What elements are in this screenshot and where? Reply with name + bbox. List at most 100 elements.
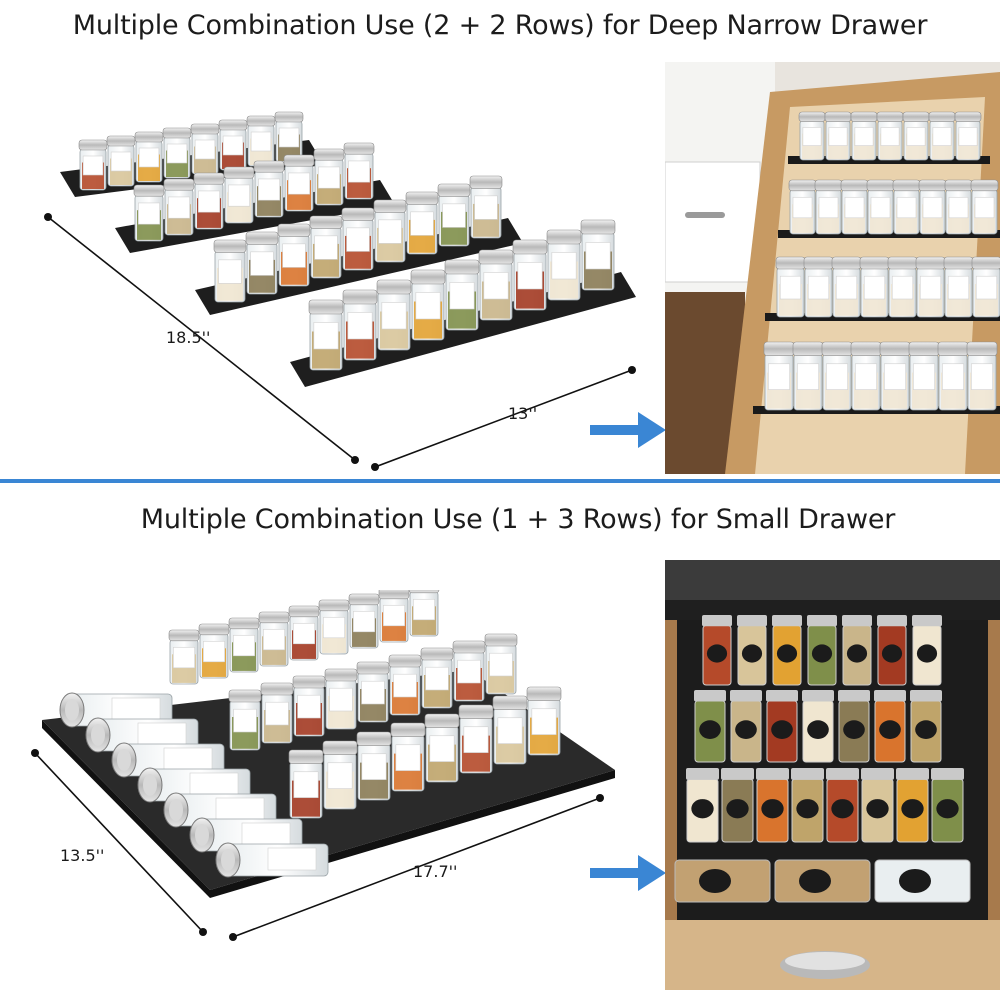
spice-jar [807,615,837,686]
spice-jar [766,690,798,763]
spice-jar [803,256,834,318]
spice-jar [245,231,279,295]
spice-jar [373,199,407,263]
spice-jar [756,768,789,843]
spice-jar-lying [874,859,971,903]
spice-jar [931,768,964,843]
spice-jar [775,256,806,318]
spice-jar [292,675,326,737]
section-divider [0,479,1000,483]
spice-jar [341,207,375,271]
spice-jar [198,623,230,679]
spice-jar [887,256,918,318]
spice-jar [954,111,982,161]
drawer-photo-deep-narrow [665,62,1000,474]
spice-jar [253,160,285,218]
spice-jar [721,768,754,843]
spice-jar [260,682,294,744]
spice-jar [308,299,344,371]
spice-jar [484,633,518,695]
spice-jar [902,111,930,161]
spice-jar [322,740,358,810]
spice-jar [737,615,767,686]
drawer-photo-small [665,560,1000,990]
spice-jar [444,259,480,331]
spice-jar [908,341,940,411]
spice-jar [469,175,503,239]
spice-jar [912,615,942,686]
spice-jar [842,615,872,686]
spice-jar [896,768,929,843]
spice-jar [168,629,200,685]
spice-jar [966,341,998,411]
spice-jar [850,111,878,161]
spice-jar [971,256,1000,318]
spice-jar [288,605,320,661]
spice-jar [277,223,311,287]
spice-jar [874,690,906,763]
spice-rack-illustration-top [44,111,636,471]
spice-jar [694,690,726,763]
spice-jar [970,179,999,235]
spice-jar [163,178,195,236]
spice-jar [937,341,969,411]
spice-jar [318,599,350,655]
spice-jar [228,617,260,673]
spice-jar [342,289,378,361]
spice-jar [763,341,795,411]
spice-jar [686,768,719,843]
spice-jar [424,713,460,783]
spice-jar [546,229,582,301]
spice-jar [788,179,817,235]
spice-jar [892,179,921,235]
spice-jar [840,179,869,235]
spice-jar [792,341,824,411]
spice-jar [879,341,911,411]
spice-jar [193,172,225,230]
spice-jar [512,239,548,311]
spice-jar [877,615,907,686]
heading-small-drawer: Multiple Combination Use (1 + 3 Rows) fo… [140,504,896,535]
spice-jar [798,111,826,161]
spice-jar [437,183,471,247]
spice-jar [410,269,446,341]
spice-jar [702,615,732,686]
spice-jar [274,111,304,163]
product-image-2plus2-rows: 18.5'' 13'' [20,100,660,480]
spice-jar [288,749,324,819]
spice-jar [814,179,843,235]
spice-jar [405,191,439,255]
spice-jar [420,647,454,709]
spice-jar [866,179,895,235]
spice-jar [162,127,192,179]
spice-jar [313,148,345,206]
spice-jar [831,256,862,318]
spice-jar [821,341,853,411]
spice-jar [802,690,834,763]
dimension-length-label: 18.5'' [166,328,211,347]
spice-jar [838,690,870,763]
spice-jar [324,668,358,730]
spice-jar [944,179,973,235]
spice-jar [190,123,220,175]
spice-jar [915,256,946,318]
spice-jar [348,593,380,649]
spice-jar [943,256,974,318]
spice-jar [492,695,528,765]
spice-jar [376,279,412,351]
dimension-length-label: 13.5'' [60,846,105,865]
arrow-right-icon [590,412,666,448]
spice-jar [246,115,276,167]
spice-jar [343,142,375,200]
dimension-width-label: 17.7'' [413,862,458,881]
spice-jar [452,640,486,702]
spice-jar [824,111,852,161]
spice-jar [918,179,947,235]
drawer-photo-illustration-bottom [665,560,1000,990]
spice-jar [876,111,904,161]
spice-jar [478,249,514,321]
spice-jar [283,154,315,212]
spice-jar [356,731,392,801]
spice-jar [378,587,410,643]
spice-jar [791,768,824,843]
